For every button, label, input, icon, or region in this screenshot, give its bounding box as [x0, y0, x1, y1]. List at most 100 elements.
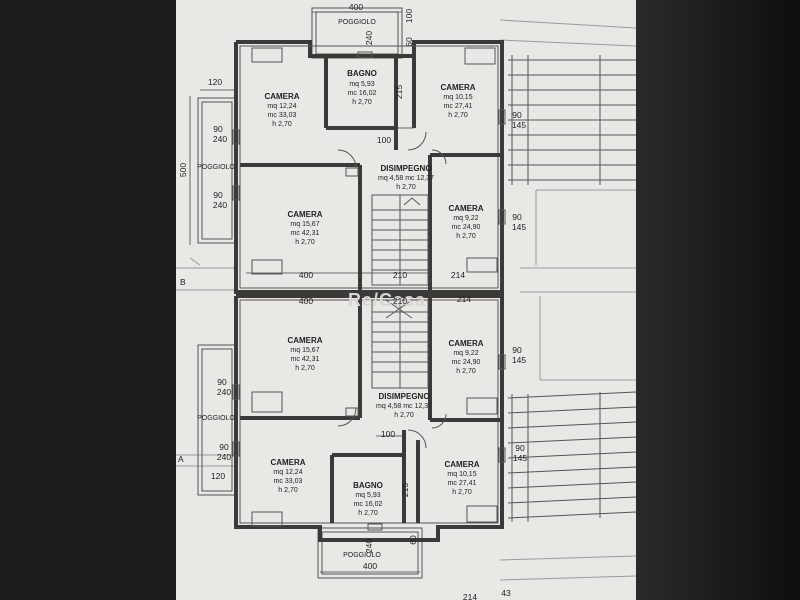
room-disimpegno-bottom: DISIMPEGNO mq 4,58 mc 12,37 h 2,70	[376, 392, 432, 419]
room-area: mq 12,24	[273, 469, 302, 476]
dim-bottom-wall-a: 240	[364, 539, 374, 553]
room-area: mq 10,15	[447, 471, 476, 478]
room-height: h 2,70	[295, 239, 315, 246]
room-camera-tr: CAMERA mq 10,15 mc 27,41 h 2,70	[440, 83, 475, 119]
dim-right-h4: 145	[513, 453, 527, 463]
dim-top-wall-b: 60	[404, 37, 414, 47]
room-height: h 2,70	[394, 412, 414, 419]
dim-top-depth: 100	[404, 9, 414, 23]
room-name: CAMERA	[264, 92, 299, 101]
dim-left-w1: 90	[213, 124, 223, 134]
room-name: BAGNO	[347, 69, 377, 78]
room-height: h 2,70	[278, 487, 298, 494]
room-height: h 2,70	[456, 368, 476, 375]
section-marker-a: A	[178, 454, 184, 464]
room-name: CAMERA	[270, 458, 305, 467]
dim-mid-stair-b: 210	[393, 296, 407, 306]
balcony-label-left-bottom: POGGIOLO	[197, 415, 235, 422]
room-volume: mc 33,03	[274, 478, 303, 485]
dim-left-h2: 240	[213, 200, 227, 210]
room-volume: mc 24,90	[452, 359, 481, 366]
bottom-balcony	[317, 527, 423, 579]
room-area: mq 10,15	[443, 94, 472, 101]
room-height: h 2,70	[452, 489, 472, 496]
stair-upper	[371, 194, 429, 286]
stair-lower	[371, 299, 429, 389]
dim-left-h4: 240	[217, 452, 231, 462]
room-info-boxes	[251, 47, 498, 527]
room-camera-mr-lower: CAMERA mq 9,22 mc 24,90 h 2,70	[448, 339, 483, 375]
dim-left-w3: 90	[217, 377, 227, 387]
dim-left-offset-bottom: 120	[211, 471, 225, 481]
dim-bottom-wall-b: 60	[408, 535, 418, 545]
dim-mid-left-b: 400	[299, 296, 313, 306]
room-name: DISIMPEGNO	[378, 392, 429, 401]
room-area: mq 5,93	[349, 81, 374, 88]
dimension-texts: 400 100 240 60 215 100 120 500 90 240 90…	[178, 2, 527, 600]
watermark-text: Re/Casa	[348, 290, 426, 310]
room-height: h 2,70	[358, 510, 378, 517]
interior-walls-lower	[240, 298, 502, 523]
room-volume: mc 24,90	[452, 224, 481, 231]
dim-footer-a: 214	[463, 592, 477, 600]
top-balcony	[311, 7, 403, 59]
room-name: DISIMPEGNO	[380, 164, 431, 173]
balcony-label-top: POGGIOLO	[338, 19, 376, 26]
context-lines	[176, 19, 637, 581]
section-marker-b: B	[180, 277, 186, 287]
dim-footer-b: 43	[501, 588, 511, 598]
room-volume: mc 16,02	[354, 501, 383, 508]
photo-background-edge	[636, 0, 800, 600]
room-name: CAMERA	[444, 460, 479, 469]
room-volume: mc 42,31	[291, 230, 320, 237]
room-height: h 2,70	[352, 99, 372, 106]
room-volume: mc 27,41	[444, 103, 473, 110]
room-height: h 2,70	[272, 121, 292, 128]
dim-mid-left: 400	[299, 270, 313, 280]
balcony-label-bottom: POGGIOLO	[343, 552, 381, 559]
dim-right-h2: 145	[512, 222, 526, 232]
room-area: mq 15,67	[290, 221, 319, 228]
dim-bottom-width: 400	[363, 561, 377, 571]
room-area-volume: mq 4,58 mc 12,37	[376, 403, 432, 410]
dim-mid-right-b: 214	[457, 294, 471, 304]
dimension-lines	[189, 11, 428, 573]
room-bagno-top: BAGNO mq 5,93 mc 16,02 h 2,70	[347, 69, 377, 106]
dim-right-w2: 90	[512, 212, 522, 222]
room-area: mq 15,67	[290, 347, 319, 354]
dim-right-h3: 145	[512, 355, 526, 365]
room-area: mq 9,22	[453, 350, 478, 357]
room-height: h 2,70	[295, 365, 315, 372]
dim-mid-right: 214	[451, 270, 465, 280]
dim-top-wall-a: 240	[364, 31, 374, 45]
room-area-volume: mq 4,58 mc 12,37	[378, 175, 434, 182]
dim-door-bottom: 100	[381, 429, 395, 439]
room-camera-tl: CAMERA mq 12,24 mc 33,03 h 2,70	[264, 92, 299, 128]
room-height: h 2,70	[396, 184, 416, 191]
room-height: h 2,70	[448, 112, 468, 119]
door-swings	[337, 131, 447, 449]
dim-left-w2: 90	[213, 190, 223, 200]
dim-left-h3: 240	[217, 387, 231, 397]
room-name: CAMERA	[287, 210, 322, 219]
pergola-top	[508, 55, 636, 185]
room-disimpegno-top: DISIMPEGNO mq 4,58 mc 12,37 h 2,70	[378, 164, 434, 191]
dim-left-h1: 240	[213, 134, 227, 144]
dim-bath-bottom: 215	[400, 483, 410, 497]
interior-walls-upper	[240, 56, 502, 290]
dim-left-height: 500	[178, 163, 188, 177]
dim-top-width: 400	[349, 2, 363, 12]
room-volume: mc 16,02	[348, 90, 377, 97]
room-area: mq 9,22	[453, 215, 478, 222]
room-area: mq 12,24	[267, 103, 296, 110]
room-name: CAMERA	[448, 204, 483, 213]
room-camera-bl: CAMERA mq 12,24 mc 33,03 h 2,70	[270, 458, 305, 494]
dim-mid-stair: 210	[393, 270, 407, 280]
room-name: BAGNO	[353, 481, 383, 490]
room-camera-ml-upper: CAMERA mq 15,67 mc 42,31 h 2,70	[287, 210, 322, 246]
pergola-bottom	[507, 391, 637, 522]
dim-right-w4: 90	[515, 443, 525, 453]
room-name: CAMERA	[440, 83, 475, 92]
dim-left-w4: 90	[219, 442, 229, 452]
